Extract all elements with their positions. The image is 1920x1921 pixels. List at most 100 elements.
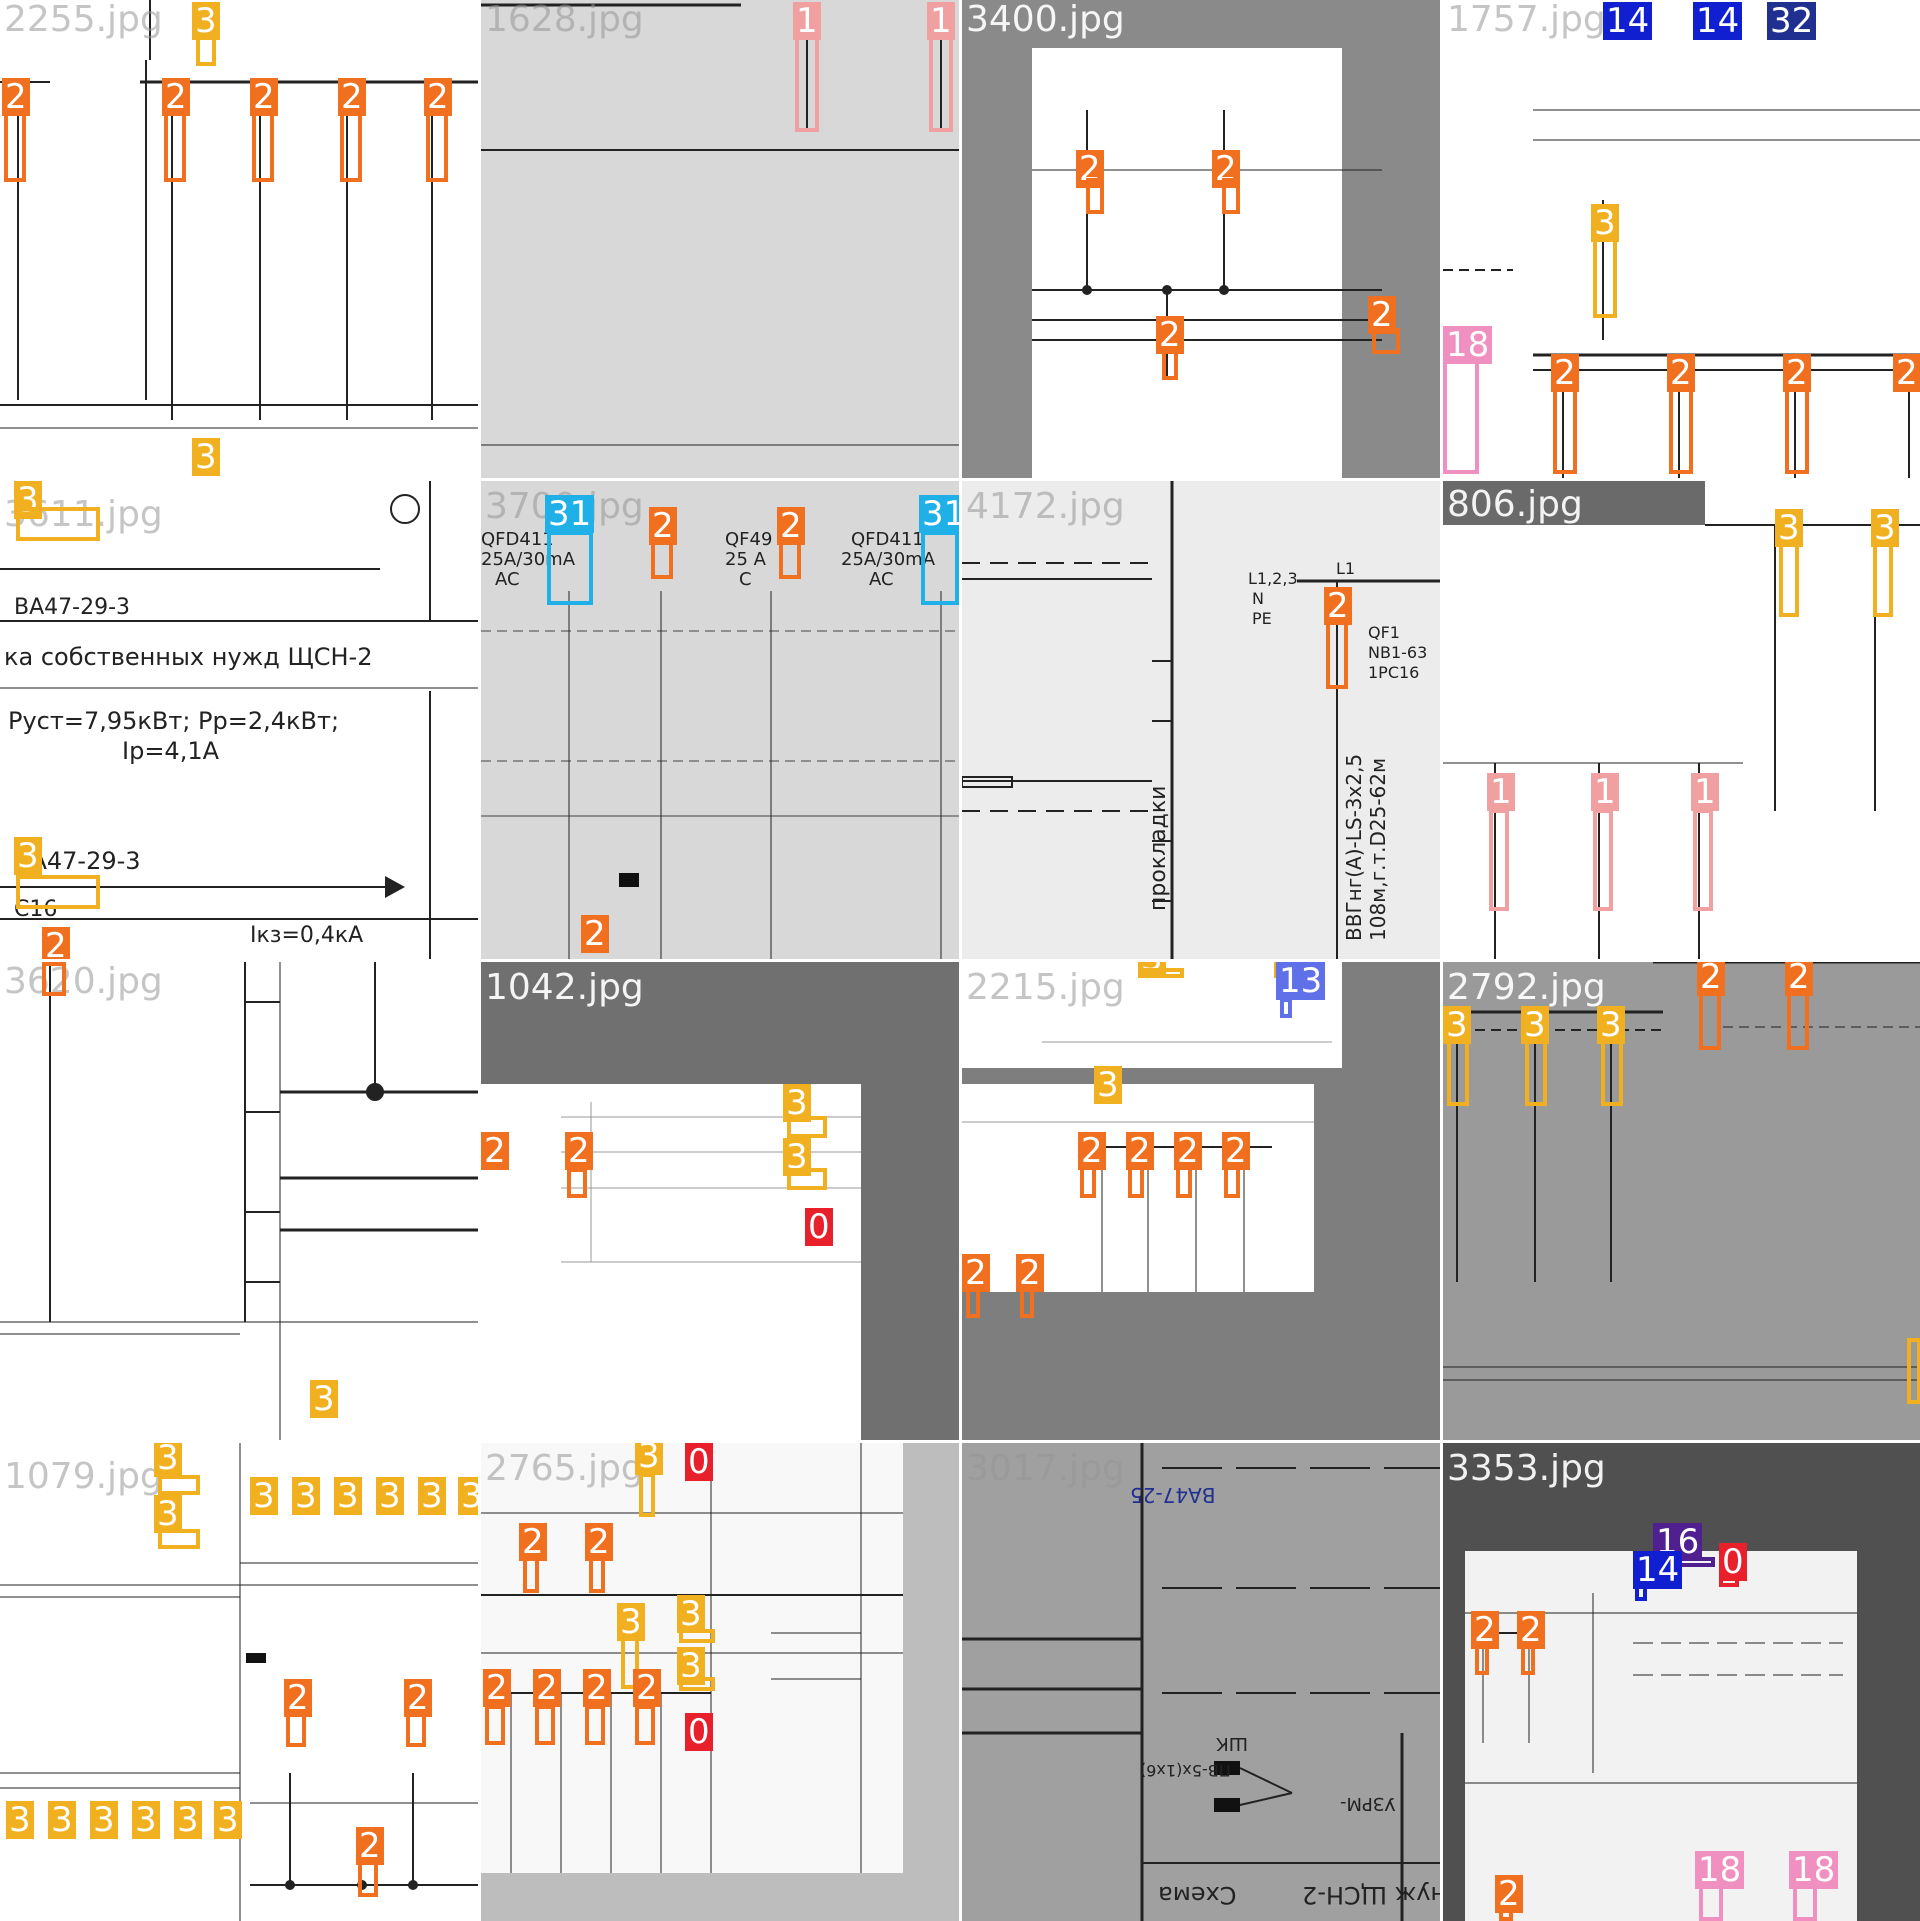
label-2-tag: 2 xyxy=(1667,354,1695,392)
bbox-class-2 xyxy=(1162,346,1178,380)
label-32-tag: 32 xyxy=(1767,2,1817,40)
label-3-tag: 3 xyxy=(1521,1006,1549,1044)
bbox-class-3 xyxy=(158,1475,200,1495)
tile-filename: 3400.jpg xyxy=(966,0,1125,40)
bbox-class-2 xyxy=(966,1288,980,1318)
bbox-class-1 xyxy=(1693,809,1713,911)
label-2-tag: 2 xyxy=(250,78,278,116)
bbox-class-3 xyxy=(1601,1040,1623,1106)
label-2-tag: 2 xyxy=(533,1669,561,1707)
label-2-tag: 2 xyxy=(585,1523,613,1561)
label-3-tag: 3 xyxy=(292,1477,320,1515)
bbox-class-2 xyxy=(635,1705,655,1745)
bbox-class-2 xyxy=(1326,619,1348,689)
bbox-class-2 xyxy=(1176,1164,1192,1198)
label-2-tag: 2 xyxy=(565,1132,593,1170)
schematic-lines xyxy=(1443,962,1920,1381)
label-3-tag: 3 xyxy=(1094,1066,1122,1104)
bbox-class-2 xyxy=(1224,1164,1240,1198)
label-3-tag: 3 xyxy=(90,1801,118,1839)
bbox-class-3 xyxy=(679,1629,715,1643)
schematic-lines xyxy=(962,1041,1332,1292)
bbox-class-2 xyxy=(340,112,362,182)
label-3-tag: 3 xyxy=(214,1801,242,1839)
tile-1757: 1757.jpg 14 14 32 3 18 2 2 2 2 xyxy=(1443,0,1920,478)
tile-filename: 3017.jpg xyxy=(966,1448,1125,1489)
label-14-tag: 14 xyxy=(1693,2,1743,40)
label-31-tag: 31 xyxy=(545,495,595,533)
label-3-tag: 3 xyxy=(635,1443,663,1475)
bbox-class-14 xyxy=(1635,1585,1647,1601)
tile-806: 806.jpg 3 3 1 1 1 xyxy=(1443,481,1920,959)
label-2-tag: 2 xyxy=(583,1669,611,1707)
tile-filename: 1042.jpg xyxy=(485,967,644,1008)
breaker-id: QF49 xyxy=(725,529,773,550)
label-2-tag: 2 xyxy=(1783,354,1811,392)
label-2-tag: 2 xyxy=(1495,1875,1523,1913)
label-3-tag: 3 xyxy=(6,1801,34,1839)
label-2-tag: 2 xyxy=(1324,587,1352,625)
scheme-label: Схема xyxy=(1158,1881,1237,1909)
tile-2765: 2765.jpg 3 0 2 2 3 3 3 0 2 2 2 2 xyxy=(481,1443,959,1921)
tile-filename: 4172.jpg xyxy=(966,486,1125,527)
schematic-lines xyxy=(1443,524,1920,959)
label-3-tag: 3 xyxy=(14,837,42,875)
bbox-class-2 xyxy=(164,112,186,182)
bbox-class-18 xyxy=(1793,1885,1817,1921)
bbox-class-2 xyxy=(1787,992,1809,1050)
panel-label: нуж ЩСН-2 xyxy=(1302,1881,1440,1909)
breaker-type: AC xyxy=(495,569,520,590)
bbox-class-2 xyxy=(1128,1164,1144,1198)
bbox-class-3 xyxy=(1907,1338,1920,1404)
tile-3017: ВА47-25 ШК ПВ-5х(1х6) УЗРМ- Схема нуж ЩС… xyxy=(962,1443,1440,1921)
schematic-lines xyxy=(481,591,959,959)
bbox-class-3 xyxy=(1447,1040,1469,1106)
schematic-lines xyxy=(0,962,478,1440)
label-1-tag: 1 xyxy=(927,2,955,40)
bbox-class-3 xyxy=(639,1473,655,1517)
label-3-tag: 3 xyxy=(310,1380,338,1418)
breaker-model: NB1-63 xyxy=(1368,643,1428,662)
label-3-tag: 3 xyxy=(783,1084,811,1122)
earth-label: PE xyxy=(1252,609,1272,628)
tile-4172: L1 L1,2,3 N PE QF1 NB1-63 1PC16 ВВГнг(А)… xyxy=(962,481,1440,959)
label-3-tag: 3 xyxy=(154,1495,182,1533)
label-3-tag: 3 xyxy=(1591,204,1619,242)
label-2-tag: 2 xyxy=(649,507,677,545)
bbox-class-2 xyxy=(485,1705,505,1745)
label-3-tag: 3 xyxy=(192,2,220,40)
label-2-tag: 2 xyxy=(519,1523,547,1561)
label-2-tag: 2 xyxy=(481,1132,509,1170)
bbox-class-2 xyxy=(535,1705,555,1745)
label-13-tag: 13 xyxy=(1276,962,1326,1000)
bbox-class-3 xyxy=(1525,1040,1547,1106)
label-1-tag: 1 xyxy=(793,2,821,40)
label-3-tag: 3 xyxy=(376,1477,404,1515)
tile-filename: 806.jpg xyxy=(1447,484,1583,525)
label-2-tag: 2 xyxy=(1893,354,1920,392)
bbox-class-2 xyxy=(252,112,274,182)
cable-length: 108м,г.т.D25-62м xyxy=(1366,757,1390,941)
tile-1042: 1042.jpg 3 3 2 2 0 xyxy=(481,962,959,1440)
label-2-tag: 2 xyxy=(1222,1132,1250,1170)
label-2-tag: 2 xyxy=(356,1827,384,1865)
schematic-lines xyxy=(962,481,1440,959)
label-2-tag: 2 xyxy=(1471,1611,1499,1649)
bbox-class-2 xyxy=(1521,1643,1535,1675)
bbox-class-3 xyxy=(787,1168,827,1190)
breaker-id: QFD411 xyxy=(481,529,554,550)
tile-filename: 2215.jpg xyxy=(966,967,1125,1008)
bbox-class-2 xyxy=(567,1168,587,1198)
bbox-class-2 xyxy=(585,1705,605,1745)
panel-caption: ка собственных нужд ЩСН-2 xyxy=(4,643,373,671)
tile-3400: 3400.jpg 2 2 2 2 xyxy=(962,0,1440,478)
label-2-tag: 2 xyxy=(1126,1132,1154,1170)
label-3-tag: 3 xyxy=(1871,509,1899,547)
label-2-tag: 2 xyxy=(162,78,190,116)
bbox-class-13 xyxy=(1280,998,1292,1018)
label-1-tag: 1 xyxy=(1591,773,1619,811)
breaker-rating: 25A/30mA xyxy=(841,549,936,570)
bbox-class-2 xyxy=(1020,1288,1034,1318)
label-0-tag: 0 xyxy=(685,1443,713,1481)
